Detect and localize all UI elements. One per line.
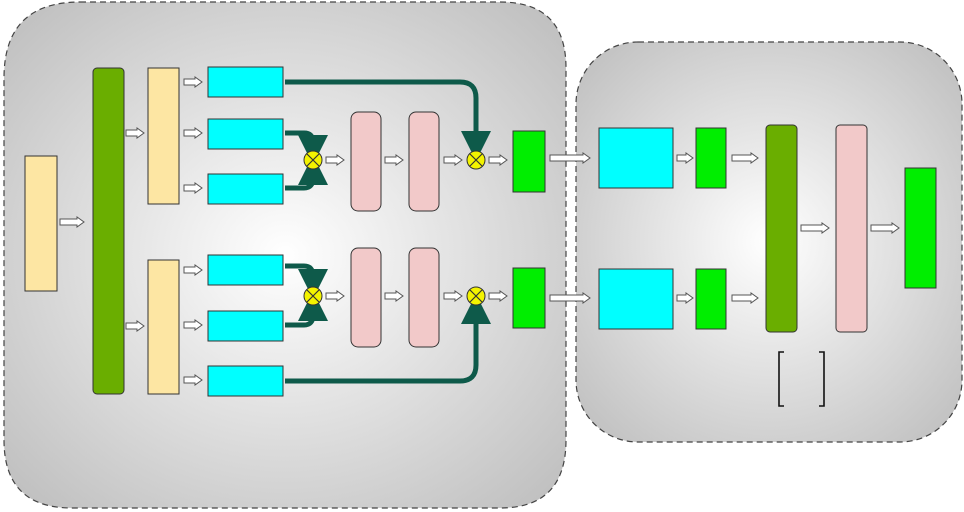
fusion-node-top-2 — [466, 150, 486, 170]
arrow-split-to-branch-bottom-2 — [183, 319, 203, 331]
bracket-right — [819, 351, 825, 407]
arrow-output-top-to-decoder — [549, 152, 591, 164]
connector-bottom-b — [285, 291, 328, 328]
fusion-node-bottom-2 — [466, 286, 486, 306]
branch-block-top-3 — [207, 173, 284, 205]
fusion-node-top-1 — [303, 150, 323, 170]
arrow-output-bottom-to-decoder — [549, 292, 591, 304]
arrow-split-to-branch-top-1 — [183, 76, 203, 88]
connector-top-long — [285, 79, 491, 161]
flow-arrows — [59, 76, 900, 386]
arrow-fusion-to-output-bottom — [488, 290, 508, 302]
arrow-decoder-small-bottom — [731, 292, 759, 304]
arrow-fusion-to-conv-bottom — [325, 290, 345, 302]
arrow-split-to-branch-top-2 — [183, 127, 203, 139]
fusion-nodes — [303, 150, 486, 306]
split-block-bottom — [147, 259, 180, 395]
decoder-small-top — [695, 127, 727, 189]
decoder-merge-block — [765, 124, 798, 333]
bracket-left — [778, 351, 784, 407]
arrow-fusion-to-conv-top — [325, 154, 345, 166]
arrow-split-to-branch-top-3 — [183, 182, 203, 194]
branch-block-bottom-2 — [207, 310, 284, 342]
arrow-fusion-to-output-top — [488, 154, 508, 166]
output-block-bottom — [512, 267, 546, 329]
arrow-conv-top-to-fusion — [443, 154, 463, 166]
decoder-conv-block — [835, 124, 868, 333]
branch-block-top-2 — [207, 118, 284, 150]
arrow-backbone-to-split-top — [125, 127, 145, 139]
arrow-conv-to-output — [870, 222, 900, 234]
encoder-panel — [3, 1, 567, 509]
connector-bottom-long — [285, 294, 491, 384]
conv-block-top-1 — [350, 111, 382, 212]
branch-block-top-1 — [207, 66, 284, 98]
connector-top-a — [285, 130, 328, 165]
encoder-panel-shape — [3, 1, 567, 509]
connector-top-b — [285, 155, 328, 191]
fusion-node-bottom-1 — [303, 286, 323, 306]
arrow-conv-bottom-to-fusion — [443, 290, 463, 302]
arrow-conv-top-1-to-2 — [384, 154, 404, 166]
output-block-top — [512, 130, 546, 193]
conv-block-bottom-1 — [350, 247, 382, 348]
decoder-feature-top — [598, 127, 674, 189]
branch-block-bottom-3 — [207, 365, 284, 397]
arrow-merge-to-conv — [800, 222, 830, 234]
arrow-split-to-branch-bottom-1 — [183, 264, 203, 276]
conv-block-top-2 — [408, 111, 440, 212]
arrow-decoder-feature-bottom — [676, 292, 694, 304]
conv-block-bottom-2 — [408, 247, 440, 348]
branch-block-bottom-1 — [207, 254, 284, 286]
arrow-input-to-backbone — [59, 216, 85, 228]
final-output-block — [904, 167, 937, 289]
arrow-conv-bottom-1-to-2 — [384, 290, 404, 302]
input-block — [24, 155, 58, 292]
arrow-decoder-small-top — [731, 152, 759, 164]
connector-bottom-a — [285, 263, 328, 299]
arrow-split-to-branch-bottom-3 — [183, 374, 203, 386]
decoder-small-bottom — [695, 268, 727, 330]
backbone-block — [92, 67, 125, 395]
arrow-decoder-feature-top — [676, 152, 694, 164]
bracket-annotation — [778, 351, 825, 407]
connectors — [285, 79, 491, 384]
blocks — [24, 66, 937, 397]
decoder-feature-bottom — [598, 268, 674, 330]
arrow-backbone-to-split-bottom — [125, 320, 145, 332]
split-block-top — [147, 67, 180, 205]
